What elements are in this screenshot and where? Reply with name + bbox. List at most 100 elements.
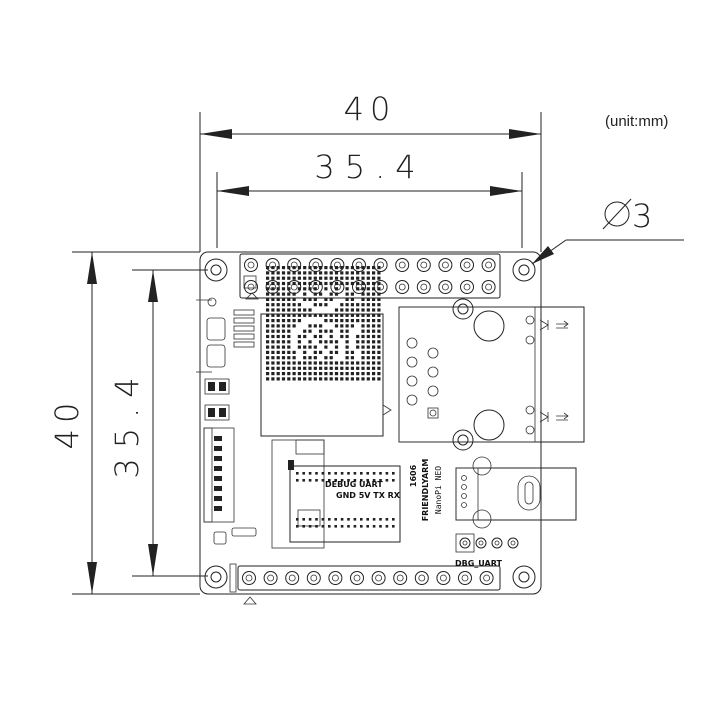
grid-dot: [328, 472, 331, 475]
bga-ball: [334, 281, 339, 286]
bga-ball: [356, 287, 360, 291]
bga-ball: [297, 372, 301, 376]
mounting-hole-bottom-left: [204, 565, 228, 589]
bga-ball: [303, 271, 307, 275]
bga-ball: [303, 372, 307, 376]
bga-ball: [372, 324, 376, 328]
bga-ball: [329, 297, 333, 301]
silk-debug-port: DBG_UART: [455, 559, 503, 568]
bga-ball: [329, 350, 333, 354]
bga-ball: [287, 297, 291, 301]
sd-contact: [214, 446, 222, 451]
grid-dot: [334, 525, 337, 528]
bga-ball: [345, 271, 349, 275]
bga-ball: [313, 287, 317, 291]
board-height-label: 40: [48, 397, 86, 450]
bga-ball: [292, 276, 296, 280]
debug-uart-header: [455, 533, 519, 553]
bga-ball: [340, 329, 344, 333]
bga-ball: [303, 292, 307, 296]
bga-ball: [366, 356, 370, 360]
bga-ball: [377, 297, 381, 301]
bga-ball: [303, 329, 307, 333]
grid-dot: [308, 472, 312, 475]
bga-ball: [324, 361, 328, 365]
silk-brand: FRIENDLYARM: [421, 459, 430, 522]
soc-chip: [260, 266, 392, 437]
bga-ball: [361, 266, 365, 270]
bga-ball: [313, 297, 317, 301]
bga-ball: [292, 361, 296, 365]
bga-ball: [292, 372, 296, 376]
bga-ball: [345, 297, 349, 301]
bga-ball: [308, 281, 312, 286]
bga-ball: [313, 361, 317, 365]
bga-ball: [319, 324, 323, 328]
bga-ball: [329, 366, 333, 370]
bga-ball: [350, 303, 354, 307]
bga-ball: [334, 319, 339, 323]
bga-ball: [377, 276, 381, 280]
bga-ball: [334, 340, 339, 344]
bga-ball: [372, 329, 376, 333]
bga-ball: [319, 281, 323, 286]
bga-ball: [297, 281, 301, 286]
header-pin: [352, 258, 366, 272]
sd-contact: [214, 456, 222, 461]
grid-dot: [315, 518, 318, 521]
bga-ball: [361, 350, 365, 354]
bga-ball: [266, 324, 270, 328]
header-pin: [242, 571, 256, 585]
bga-ball: [377, 266, 381, 270]
bga-ball: [334, 372, 339, 376]
grid-dot: [360, 518, 363, 521]
bga-ball: [361, 292, 365, 296]
bga-ball: [271, 313, 275, 317]
header-pin: [350, 571, 364, 585]
grid-dot: [340, 472, 344, 475]
bga-ball: [281, 292, 286, 296]
bga-ball: [350, 297, 354, 301]
bga-ball: [366, 303, 370, 307]
bga-ball: [356, 266, 360, 270]
bga-ball: [324, 287, 328, 291]
bga-ball: [303, 266, 307, 270]
header-pin: [414, 571, 429, 585]
grid-dot: [321, 525, 325, 528]
bga-ball: [266, 372, 270, 376]
bga-ball: [366, 266, 370, 270]
bga-ball: [377, 377, 381, 381]
bga-ball: [324, 297, 328, 301]
bga-ball: [319, 361, 323, 365]
bga-ball: [361, 287, 365, 291]
bga-ball: [308, 297, 312, 301]
grid-dot: [334, 518, 337, 521]
dimension-hole-diameter: 3: [531, 197, 684, 265]
bga-ball: [303, 361, 307, 365]
bga-ball: [334, 287, 339, 291]
debug-pin: [507, 537, 519, 549]
bga-ball: [329, 271, 333, 275]
bga-ball: [271, 356, 275, 360]
bga-ball: [366, 292, 370, 296]
bga-ball: [319, 276, 323, 280]
bga-ball: [366, 271, 370, 275]
grid-dot: [340, 479, 344, 482]
bga-ball: [287, 329, 291, 333]
bga-ball: [345, 313, 349, 317]
bga-ball: [287, 271, 291, 275]
grid-dot: [296, 525, 299, 528]
bga-ball: [372, 366, 376, 370]
bga-ball: [361, 324, 365, 328]
bga-ball: [319, 366, 323, 370]
bga-ball: [308, 366, 312, 370]
bga-ball: [303, 334, 307, 339]
bga-ball: [334, 266, 339, 270]
bga-ball: [329, 356, 333, 360]
bga-ball: [324, 281, 328, 286]
bga-ball: [266, 356, 270, 360]
bga-ball: [345, 308, 349, 312]
grid-dot: [372, 525, 376, 528]
grid-dot: [347, 525, 350, 528]
bga-ball: [329, 266, 333, 270]
